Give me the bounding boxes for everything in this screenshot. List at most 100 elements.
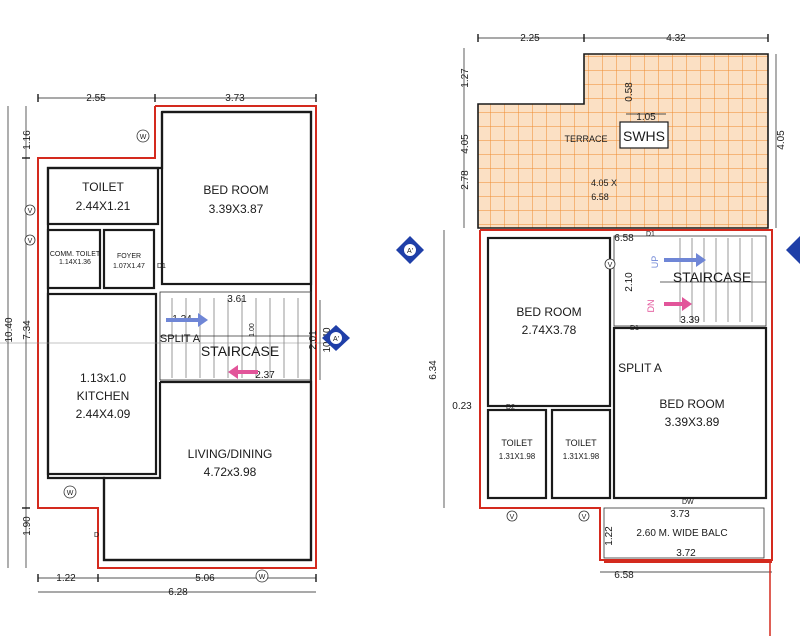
v-marker: V	[506, 510, 518, 522]
foyer-size: 1.07X1.47	[113, 263, 145, 270]
left-red-outline	[37, 105, 317, 569]
swhs-dim-1: 0.58	[624, 82, 635, 102]
svg-text:V: V	[28, 208, 33, 215]
kitchen-line1: 1.13x1.0	[80, 371, 126, 385]
comm-toilet-size: 1.14X1.36	[59, 259, 91, 266]
dim-left-2: 7.34	[22, 320, 33, 340]
section-marker-icon: A'	[322, 325, 350, 351]
r-toilet1-name: TOILET	[501, 438, 533, 448]
r-stair-dim-1: 6.58	[614, 233, 634, 244]
r-bedroom2-name: BED ROOM	[659, 397, 724, 411]
r-toilet2-name: TOILET	[565, 438, 597, 448]
r-dim-left-3: 2.78	[460, 170, 471, 190]
terrace-size-1: 4.05 X	[591, 178, 617, 188]
v-marker: V	[578, 510, 590, 522]
w-marker: W	[136, 129, 150, 143]
bedroom2-room	[612, 326, 768, 500]
stair-dim-1: 3.61	[227, 294, 247, 305]
swhs-dim-2: 1.05	[636, 112, 656, 123]
r-dim-right-1: 4.05	[776, 130, 787, 150]
r-bedroom1-size: 2.74X3.78	[522, 323, 577, 337]
dim-left-1: 1.16	[22, 130, 33, 150]
r-dim-left-5: 0.23	[452, 401, 472, 412]
dim-top-2: 3.73	[225, 93, 245, 104]
svg-text:V: V	[510, 514, 515, 521]
r-toilet1-size: 1.31X1.98	[499, 452, 536, 461]
svg-text:V: V	[608, 262, 613, 269]
bedroom-size: 3.39X3.87	[209, 202, 264, 216]
dn-arrow	[664, 297, 692, 311]
door-d1-label: D1	[157, 263, 166, 270]
svg-text:W: W	[259, 574, 266, 581]
stair-dim-4: 2.37	[255, 370, 275, 381]
dim-right-1: 2.01	[308, 330, 319, 350]
split-label: SPLIT A	[160, 333, 201, 345]
comm-toilet-name: COMM. TOILET	[50, 251, 101, 258]
left-floor-plan: 2.55 3.73 1.22 5.06 6.28 1.16 7.34 10.40…	[0, 93, 350, 598]
svg-text:W: W	[140, 134, 147, 141]
r-dim-left-4: 6.34	[428, 360, 439, 380]
r-stair-dim-3: 3.39	[680, 315, 700, 326]
v-marker: V	[24, 234, 36, 246]
r-bedroom2-size: 3.39X3.89	[665, 415, 720, 429]
right-floor-plan: SWHS 0.58 1.05 TERRACE 4.05 X 6.58 2.60 …	[396, 33, 800, 636]
r-dim-left-6: 1.22	[604, 526, 615, 546]
staircase-label: STAIRCASE	[201, 343, 279, 359]
v-marker: V	[24, 204, 36, 216]
dim-left-4: 1.90	[22, 516, 33, 536]
up-label: UP	[650, 256, 660, 269]
dim-bottom-2: 5.06	[195, 573, 215, 584]
r-staircase-label: STAIRCASE	[673, 269, 751, 285]
w-marker: W	[255, 569, 269, 583]
toilet-name: TOILET	[82, 180, 124, 194]
dim-bottom-3: 6.28	[168, 587, 188, 598]
svg-text:V: V	[582, 514, 587, 521]
r-toilet2-size: 1.31X1.98	[563, 452, 600, 461]
door-label: D1	[646, 231, 655, 238]
dim-left-3: 10.40	[4, 317, 15, 342]
v-marker: V	[604, 258, 616, 270]
kitchen-name: KITCHEN	[77, 389, 130, 403]
balcony-dim-2: 3.72	[676, 548, 696, 559]
right-stair-steps	[660, 238, 766, 322]
right-red-outline	[479, 229, 773, 561]
svg-text:A': A'	[333, 336, 339, 343]
foyer-room	[102, 228, 156, 290]
stair-down-arrow	[228, 365, 258, 379]
balcony-dim-1: 3.73	[670, 509, 690, 520]
section-marker-icon: A'	[396, 236, 424, 264]
dn-label: DN	[646, 300, 656, 313]
dim-bottom-1: 1.22	[56, 573, 76, 584]
bedroom-name: BED ROOM	[203, 183, 268, 197]
toilet2-room	[550, 408, 612, 500]
door-label: DW	[682, 499, 694, 506]
bedroom1-room	[486, 236, 612, 408]
door-label: D1	[630, 325, 639, 332]
door-label: D2	[506, 404, 515, 411]
terrace-size-2: 6.58	[591, 192, 609, 202]
kitchen-size: 2.44X4.09	[76, 407, 131, 421]
comm-toilet-room	[46, 228, 102, 290]
toilet-size: 2.44X1.21	[76, 199, 131, 213]
r-split-label: SPLIT A	[618, 361, 662, 375]
svg-text:V: V	[28, 238, 33, 245]
swhs-name: SWHS	[623, 128, 665, 144]
terrace-name: TERRACE	[564, 134, 607, 144]
foyer-name: FOYER	[117, 253, 141, 260]
toilet-room	[46, 166, 160, 226]
section-marker-icon	[786, 236, 800, 264]
up-arrow	[664, 253, 706, 267]
balcony-name: 2.60 M. WIDE BALC	[636, 528, 727, 539]
r-dim-top-1: 2.25	[520, 33, 540, 44]
bedroom-room	[160, 110, 313, 286]
r-dim-left-1: 1.27	[460, 68, 471, 88]
living-room	[102, 380, 313, 562]
balcony-area	[603, 507, 765, 559]
door-d-label: D	[94, 532, 99, 539]
stair-steps	[160, 298, 311, 378]
toilet1-room	[486, 408, 548, 500]
stair-up-arrow	[166, 313, 208, 327]
r-stair-dim-2: 2.10	[624, 272, 635, 292]
stair-dim-3: 1.00	[249, 323, 256, 337]
